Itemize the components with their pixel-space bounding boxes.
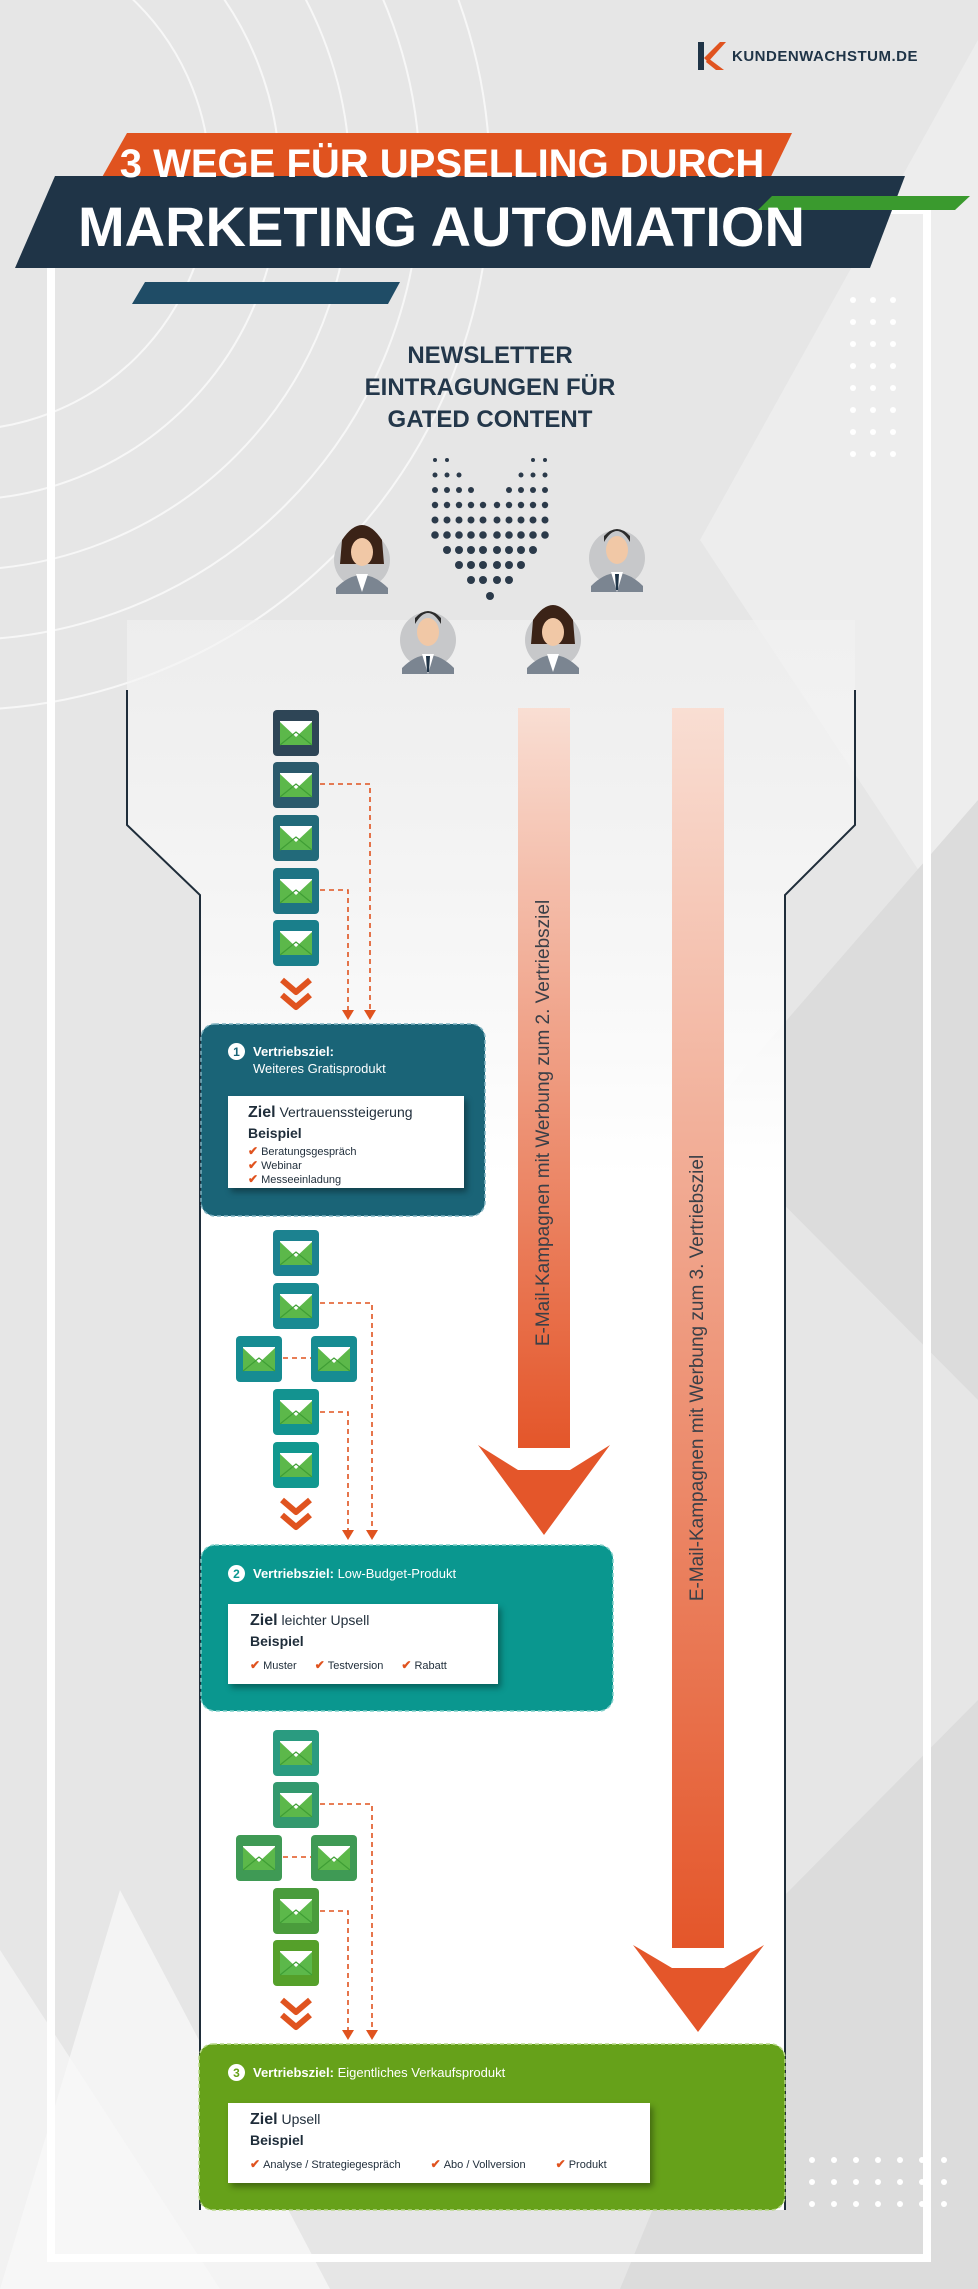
envelope-icon (273, 1283, 319, 1329)
list-item: ✔Beratungsgespräch (248, 1145, 464, 1159)
list-item: ✔Rabatt (401, 1659, 446, 1673)
goal-number: 3 (228, 2064, 245, 2081)
check-icon: ✔ (555, 2157, 566, 2171)
envelope-icon (311, 1336, 357, 1382)
envelope-icon (273, 1940, 319, 1986)
beispiel-label: Beispiel (250, 1633, 304, 1649)
goal-2-header: 2 Vertriebsziel: Low-Budget-Produkt (228, 1565, 456, 1582)
ziel-value: leichter Upsell (281, 1612, 370, 1628)
check-icon: ✔ (248, 1172, 259, 1186)
logo-mark-icon (698, 42, 726, 70)
example-list: ✔Analyse / Strategiegespräch ✔Abo / Voll… (250, 2158, 650, 2172)
chevron-down-icon (280, 977, 312, 2030)
goal-number: 1 (228, 1043, 245, 1060)
beispiel-label: Beispiel (250, 2132, 304, 2148)
list-item: ✔Muster (250, 1659, 297, 1673)
person-female-icon (334, 525, 390, 594)
list-item: ✔Webinar (248, 1159, 464, 1173)
envelope-icon (273, 762, 319, 808)
ziel-line: Ziel Upsell (250, 2111, 650, 2129)
goal-value: Low-Budget-Produkt (337, 1566, 457, 1581)
envelope-icon (273, 1230, 319, 1276)
goal-label: Vertriebsziel: (253, 1044, 334, 1059)
example-text: Analyse / Strategiegespräch (263, 2159, 401, 2171)
source-line: NEWSLETTER (407, 342, 573, 369)
goal-value: Eigentliches Verkaufsprodukt (337, 2065, 506, 2080)
source-line: GATED CONTENT (387, 406, 593, 433)
ziel-label: Ziel (248, 1104, 276, 1121)
example-text: Produkt (568, 2159, 607, 2171)
envelope-icon (273, 1442, 319, 1488)
list-item: ✔Abo / Vollversion (431, 2158, 526, 2172)
arrow-to-goal-2-icon (478, 708, 610, 1535)
envelope-icon (236, 1835, 282, 1881)
envelope-icon (273, 1389, 319, 1435)
person-male-icon (400, 611, 456, 674)
ziel-line: Ziel Vertrauenssteigerung (248, 1104, 464, 1122)
example-text: Beratungsgespräch (261, 1146, 357, 1158)
goal-label: Vertriebsziel: (253, 2065, 334, 2080)
envelope-icon (273, 920, 319, 966)
check-icon: ✔ (248, 1144, 259, 1158)
check-icon: ✔ (314, 1658, 325, 1672)
goal-label: Vertriebsziel: (253, 1566, 334, 1581)
ziel-value: Upsell (281, 2111, 321, 2127)
source-line: EINTRAGUNGEN FÜR (364, 374, 616, 401)
person-female-icon (525, 605, 581, 674)
beispiel-label: Beispiel (248, 1125, 302, 1141)
example-text: Muster (263, 1660, 297, 1672)
example-text: Rabatt (414, 1660, 447, 1672)
goal-1-header: 1 Vertriebsziel: Weiteres Gratisprodukt (228, 1043, 386, 1077)
list-item: ✔Messeeinladung (248, 1173, 464, 1187)
ziel-value: Vertrauenssteigerung (279, 1104, 413, 1120)
list-item: ✔Produkt (556, 2158, 607, 2172)
title-line-1: 3 WEGE FÜR UPSELLING DURCH (119, 141, 765, 186)
envelope-icon (311, 1835, 357, 1881)
check-icon: ✔ (248, 1158, 259, 1172)
goal-3-card: Ziel Upsell Beispiel ✔Analyse / Strategi… (228, 2103, 650, 2183)
goal-value: Weiteres Gratisprodukt (253, 1061, 386, 1076)
goal-1-card: Ziel Vertrauenssteigerung Beispiel ✔Bera… (228, 1096, 464, 1188)
ziel-label: Ziel (250, 1612, 278, 1629)
check-icon: ✔ (430, 2157, 441, 2171)
example-text: Abo / Vollversion (443, 2159, 526, 2171)
ziel-line: Ziel leichter Upsell (250, 1612, 498, 1630)
arrow-to-goal-3-icon (633, 708, 764, 2032)
goal-2-card: Ziel leichter Upsell Beispiel ✔Muster ✔T… (228, 1604, 498, 1684)
example-list: ✔Muster ✔Testversion ✔Rabatt (250, 1659, 498, 1673)
goal-3-header: 3 Vertriebsziel: Eigentliches Verkaufspr… (228, 2064, 505, 2081)
arrow-label-goal-3: E-Mail-Kampagnen mit Werbung zum 3. Vert… (687, 1154, 708, 1602)
logo-text: KUNDENWACHSTUM.DE (732, 47, 918, 65)
person-male-icon (589, 529, 645, 592)
arrow-label-goal-2: E-Mail-Kampagnen mit Werbung zum 2. Vert… (533, 899, 554, 1347)
ziel-label: Ziel (250, 2111, 278, 2128)
list-item: ✔Testversion (315, 1659, 384, 1673)
example-text: Webinar (261, 1160, 302, 1172)
envelope-icon (273, 815, 319, 861)
goal-number: 2 (228, 1565, 245, 1582)
envelope-icon (273, 1730, 319, 1776)
envelope-icon (273, 710, 319, 756)
envelope-icon (273, 1888, 319, 1934)
envelope-icon (236, 1336, 282, 1382)
check-icon: ✔ (401, 1658, 412, 1672)
example-text: Testversion (327, 1660, 384, 1672)
envelope-icon (273, 1782, 319, 1828)
title-line-2: MARKETING AUTOMATION (78, 194, 805, 258)
source-heading: NEWSLETTER EINTRAGUNGEN FÜR GATED CONTEN… (300, 340, 680, 436)
dot-funnel-icon (431, 458, 549, 600)
list-item: ✔Analyse / Strategiegespräch (250, 2158, 401, 2172)
check-icon: ✔ (250, 1658, 261, 1672)
check-icon: ✔ (250, 2157, 261, 2171)
example-list: ✔Beratungsgespräch ✔Webinar ✔Messeeinlad… (248, 1145, 464, 1187)
logo: KUNDENWACHSTUM.DE (696, 40, 918, 72)
envelope-icon (273, 868, 319, 914)
example-text: Messeeinladung (261, 1174, 342, 1186)
